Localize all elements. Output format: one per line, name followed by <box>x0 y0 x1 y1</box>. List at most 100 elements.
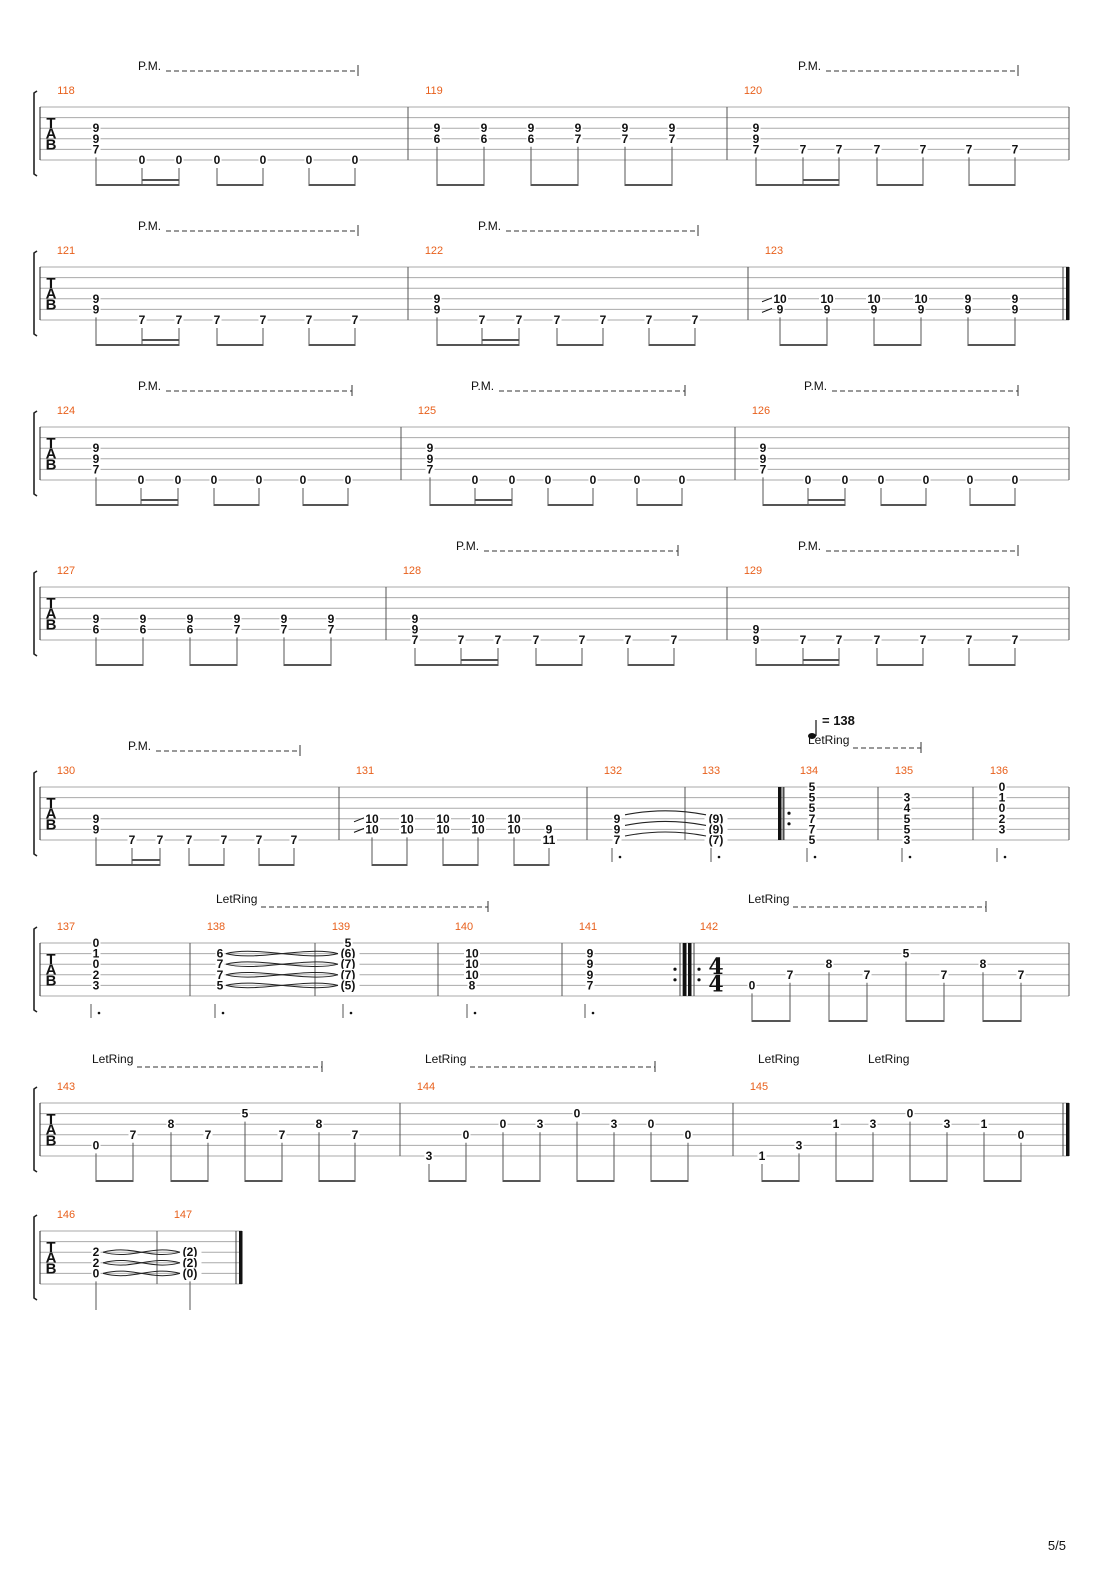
note-event: 0 <box>921 473 931 506</box>
tab-clef-letter: T <box>46 1111 55 1128</box>
note-event: 0 <box>136 473 146 506</box>
dotted-quarter-dot <box>349 1011 353 1015</box>
repeat-dot <box>697 978 701 982</box>
note-event: 5 <box>901 947 911 1022</box>
fret-bg <box>314 1118 324 1131</box>
tab-clef-letter: A <box>46 286 57 303</box>
fret-number: 7 <box>646 313 653 327</box>
fret-bg <box>364 812 380 825</box>
beam <box>415 664 498 666</box>
fret-bg <box>470 823 486 836</box>
note-event: 0 <box>350 153 360 186</box>
fret-number: 6 <box>481 132 488 146</box>
fret-bg <box>425 463 435 476</box>
fret-bg <box>794 1139 804 1152</box>
fret-number: 3 <box>611 1117 618 1131</box>
beam <box>372 864 407 866</box>
beam <box>637 504 682 506</box>
dotted-quarter-dot <box>97 1011 101 1015</box>
final-thick-barline <box>1066 267 1070 320</box>
fret-bg <box>751 623 761 636</box>
beam <box>969 664 1015 666</box>
note-event: 7 <box>493 633 503 666</box>
fret-number: 7 <box>516 313 523 327</box>
fret-number: 0 <box>345 473 352 487</box>
tab-clef-letter: T <box>46 435 55 452</box>
final-thick-barline <box>1066 1103 1070 1156</box>
note-event: 109 <box>819 292 835 346</box>
fret-bg <box>1010 292 1020 305</box>
fret-bg <box>704 812 728 825</box>
fret-number: 7 <box>352 1128 359 1142</box>
fret-bg <box>747 979 757 992</box>
fret-number: 7 <box>800 142 807 156</box>
measure-number: 126 <box>752 405 770 417</box>
fret-number: 7 <box>352 313 359 327</box>
fret-bg <box>785 968 795 981</box>
fret-bg <box>399 812 415 825</box>
fret-bg <box>410 634 420 646</box>
fret-bg <box>174 154 184 166</box>
fret-bg <box>185 623 195 636</box>
note-event: 7 <box>219 833 229 866</box>
note-event: 7 <box>304 313 314 346</box>
fret-bg <box>862 968 872 981</box>
measure-number: 118 <box>57 85 75 97</box>
fret-bg <box>598 314 608 326</box>
fret-bg <box>336 947 360 960</box>
beam <box>531 184 578 186</box>
fret-number: 9 <box>622 121 629 135</box>
fret-number: 7 <box>281 622 288 636</box>
fret-number: 3 <box>796 1138 803 1152</box>
fret-bg <box>939 968 949 981</box>
fret-number: 9 <box>93 121 100 135</box>
fret-bg <box>834 634 844 646</box>
fret-number: 9 <box>760 441 767 455</box>
fret-bg <box>531 634 541 646</box>
system-bracket <box>33 250 38 337</box>
fret-number: 5 <box>809 801 816 815</box>
note-event: 997 <box>91 121 101 186</box>
beam <box>443 864 478 866</box>
fret-bg <box>526 122 536 135</box>
beam <box>910 1180 947 1182</box>
fret-number: 9 <box>140 612 147 626</box>
quarter-note-head <box>808 733 816 739</box>
fret-bg <box>91 303 101 316</box>
slide-mark <box>353 817 365 823</box>
note-event: 7 <box>1010 633 1020 666</box>
fret-number: 0 <box>260 153 267 167</box>
note-event: 0 <box>470 473 480 506</box>
fret-number: 0 <box>214 153 221 167</box>
fret-number: 5 <box>809 780 816 794</box>
note-event: 997 <box>410 612 420 666</box>
fret-number: 7 <box>217 957 224 971</box>
fret-bg <box>751 132 761 145</box>
note-event: 997 <box>611 812 622 862</box>
system-bracket <box>33 926 38 1013</box>
system-bracket <box>33 90 38 177</box>
fret-number: 10 <box>400 812 414 826</box>
measure-number: 136 <box>990 765 1008 777</box>
tab-clef-letter: T <box>46 1239 55 1256</box>
fret-bg <box>869 303 879 316</box>
fret-bg <box>498 1118 508 1131</box>
beam <box>577 1180 614 1182</box>
fret-number: 9 <box>965 292 972 306</box>
fret-number: 9 <box>824 302 831 316</box>
fret-bg <box>834 143 844 156</box>
note-event: 7 <box>785 968 795 1022</box>
measure-number: 129 <box>744 565 762 577</box>
measure-number: 123 <box>765 245 783 257</box>
tab-clef-letter: B <box>46 972 57 989</box>
note-event: 7 <box>203 1128 213 1182</box>
beam <box>970 504 1015 506</box>
fret-number: 9 <box>481 121 488 135</box>
